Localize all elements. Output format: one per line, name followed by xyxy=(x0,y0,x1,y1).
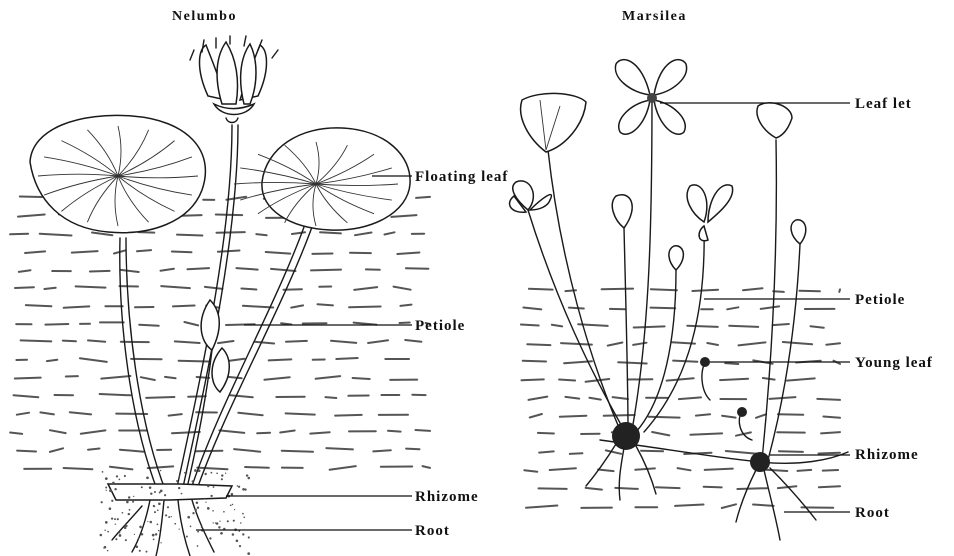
label-young-leaf: Young leaf xyxy=(855,355,933,371)
title-nelumbo: Nelumbo xyxy=(172,9,237,24)
label-leaflet: Leaf let xyxy=(855,96,912,112)
title-marsilea: Marsilea xyxy=(622,9,687,24)
petiole-right-leaf-2 xyxy=(196,210,318,492)
marsilea-roots xyxy=(586,444,816,540)
young-leaf-2 xyxy=(737,407,747,417)
marsilea-petioles xyxy=(528,96,800,460)
label-rhizome-left: Rhizome xyxy=(415,489,479,505)
leaflet-upper-left xyxy=(521,93,586,152)
label-rhizome-right: Rhizome xyxy=(855,447,919,463)
nelumbo-water xyxy=(10,196,430,469)
marsilea-illustration xyxy=(510,60,848,540)
nelumbo-illustration xyxy=(10,36,430,556)
label-petiole-left: Petiole xyxy=(415,318,465,334)
label-floating-leaf: Floating leaf xyxy=(415,169,508,185)
label-root-left: Root xyxy=(415,523,450,539)
leaflet-left-small xyxy=(510,181,552,212)
young-leaf-1 xyxy=(700,357,710,367)
leaflet-mid xyxy=(612,195,632,228)
petiole-left-leaf xyxy=(120,238,158,492)
leaflet-small-2 xyxy=(669,246,683,270)
floating-leaf-left xyxy=(30,115,205,232)
label-petiole-right: Petiole xyxy=(855,292,905,308)
leaflet-right-small xyxy=(791,220,806,244)
leaflet-right-tall xyxy=(757,103,792,138)
leaflet-right-cluster xyxy=(687,185,733,241)
label-root-right: Root xyxy=(855,505,890,521)
leaflet-top xyxy=(615,60,686,135)
floating-leaf-right xyxy=(234,128,410,230)
lotus-flower xyxy=(190,36,278,123)
leaf-bud-2 xyxy=(212,348,229,392)
